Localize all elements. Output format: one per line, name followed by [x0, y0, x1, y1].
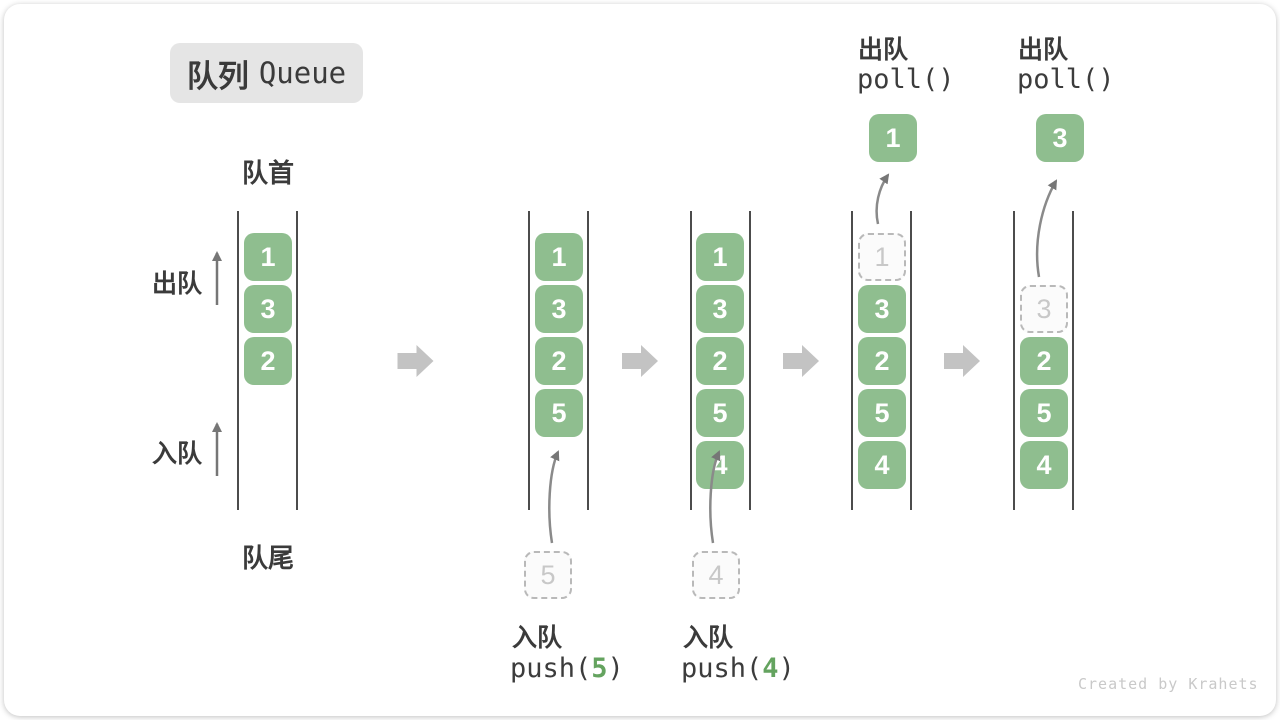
diagram-card — [4, 4, 1276, 716]
title-zh: 队列 — [186, 58, 249, 94]
queue-block: 5 — [858, 389, 906, 437]
code-close: ) — [607, 653, 624, 684]
queue-rear-label: 队尾 — [241, 543, 294, 573]
code-arg: 5 — [591, 653, 608, 684]
queue-block: 2 — [696, 337, 744, 385]
queue-block: 4 — [858, 441, 906, 489]
code-close: ) — [778, 653, 795, 684]
title-en: Queue — [258, 56, 347, 90]
queue-block: 5 — [1020, 389, 1068, 437]
enqueue-op-label-1: 入队 — [512, 624, 563, 652]
outgoing-element-block: 1 — [869, 114, 917, 162]
dequeue-op-label-2: 出队 — [1018, 36, 1069, 64]
queue-block: 5 — [535, 389, 583, 437]
queue-column-5 — [1013, 211, 1074, 510]
dequeue-op-code-1: poll() — [857, 64, 955, 95]
queue-block: 1 — [244, 233, 292, 281]
queue-block: 3 — [244, 285, 292, 333]
queue-block: 1 — [535, 233, 583, 281]
incoming-element-dashed: 5 — [524, 551, 572, 599]
dequeue-side-label: 出队 — [152, 270, 203, 298]
queue-block: 1 — [696, 233, 744, 281]
queue-column-1 — [237, 211, 298, 510]
code-arg: 4 — [762, 653, 779, 684]
queue-block: 3 — [535, 285, 583, 333]
queue-block: 4 — [696, 441, 744, 489]
enqueue-op-code-2: push(4) — [681, 653, 795, 684]
outgoing-element-block: 3 — [1036, 114, 1084, 162]
code-fn: push( — [510, 653, 592, 684]
queue-block: 3 — [858, 285, 906, 333]
removed-slot-dashed: 1 — [858, 233, 906, 281]
queue-block: 4 — [1020, 441, 1068, 489]
queue-block: 3 — [696, 285, 744, 333]
queue-front-label: 队首 — [241, 158, 294, 188]
dequeue-op-label-1: 出队 — [858, 36, 909, 64]
code-fn: push( — [681, 653, 763, 684]
queue-column-2 — [528, 211, 589, 510]
incoming-element-dashed: 4 — [692, 551, 740, 599]
title-badge: 队列 Queue — [170, 43, 363, 103]
enqueue-op-label-2: 入队 — [683, 624, 734, 652]
dequeue-op-code-2: poll() — [1017, 64, 1115, 95]
queue-block: 2 — [1020, 337, 1068, 385]
queue-block: 2 — [535, 337, 583, 385]
queue-block: 2 — [858, 337, 906, 385]
enqueue-side-label: 入队 — [152, 440, 203, 468]
queue-column-3 — [690, 211, 751, 510]
queue-block: 5 — [696, 389, 744, 437]
queue-column-4 — [851, 211, 912, 510]
queue-block: 2 — [244, 337, 292, 385]
removed-slot-dashed: 3 — [1020, 285, 1068, 333]
enqueue-op-code-1: push(5) — [510, 653, 624, 684]
watermark: Created by Krahets — [1078, 675, 1259, 693]
